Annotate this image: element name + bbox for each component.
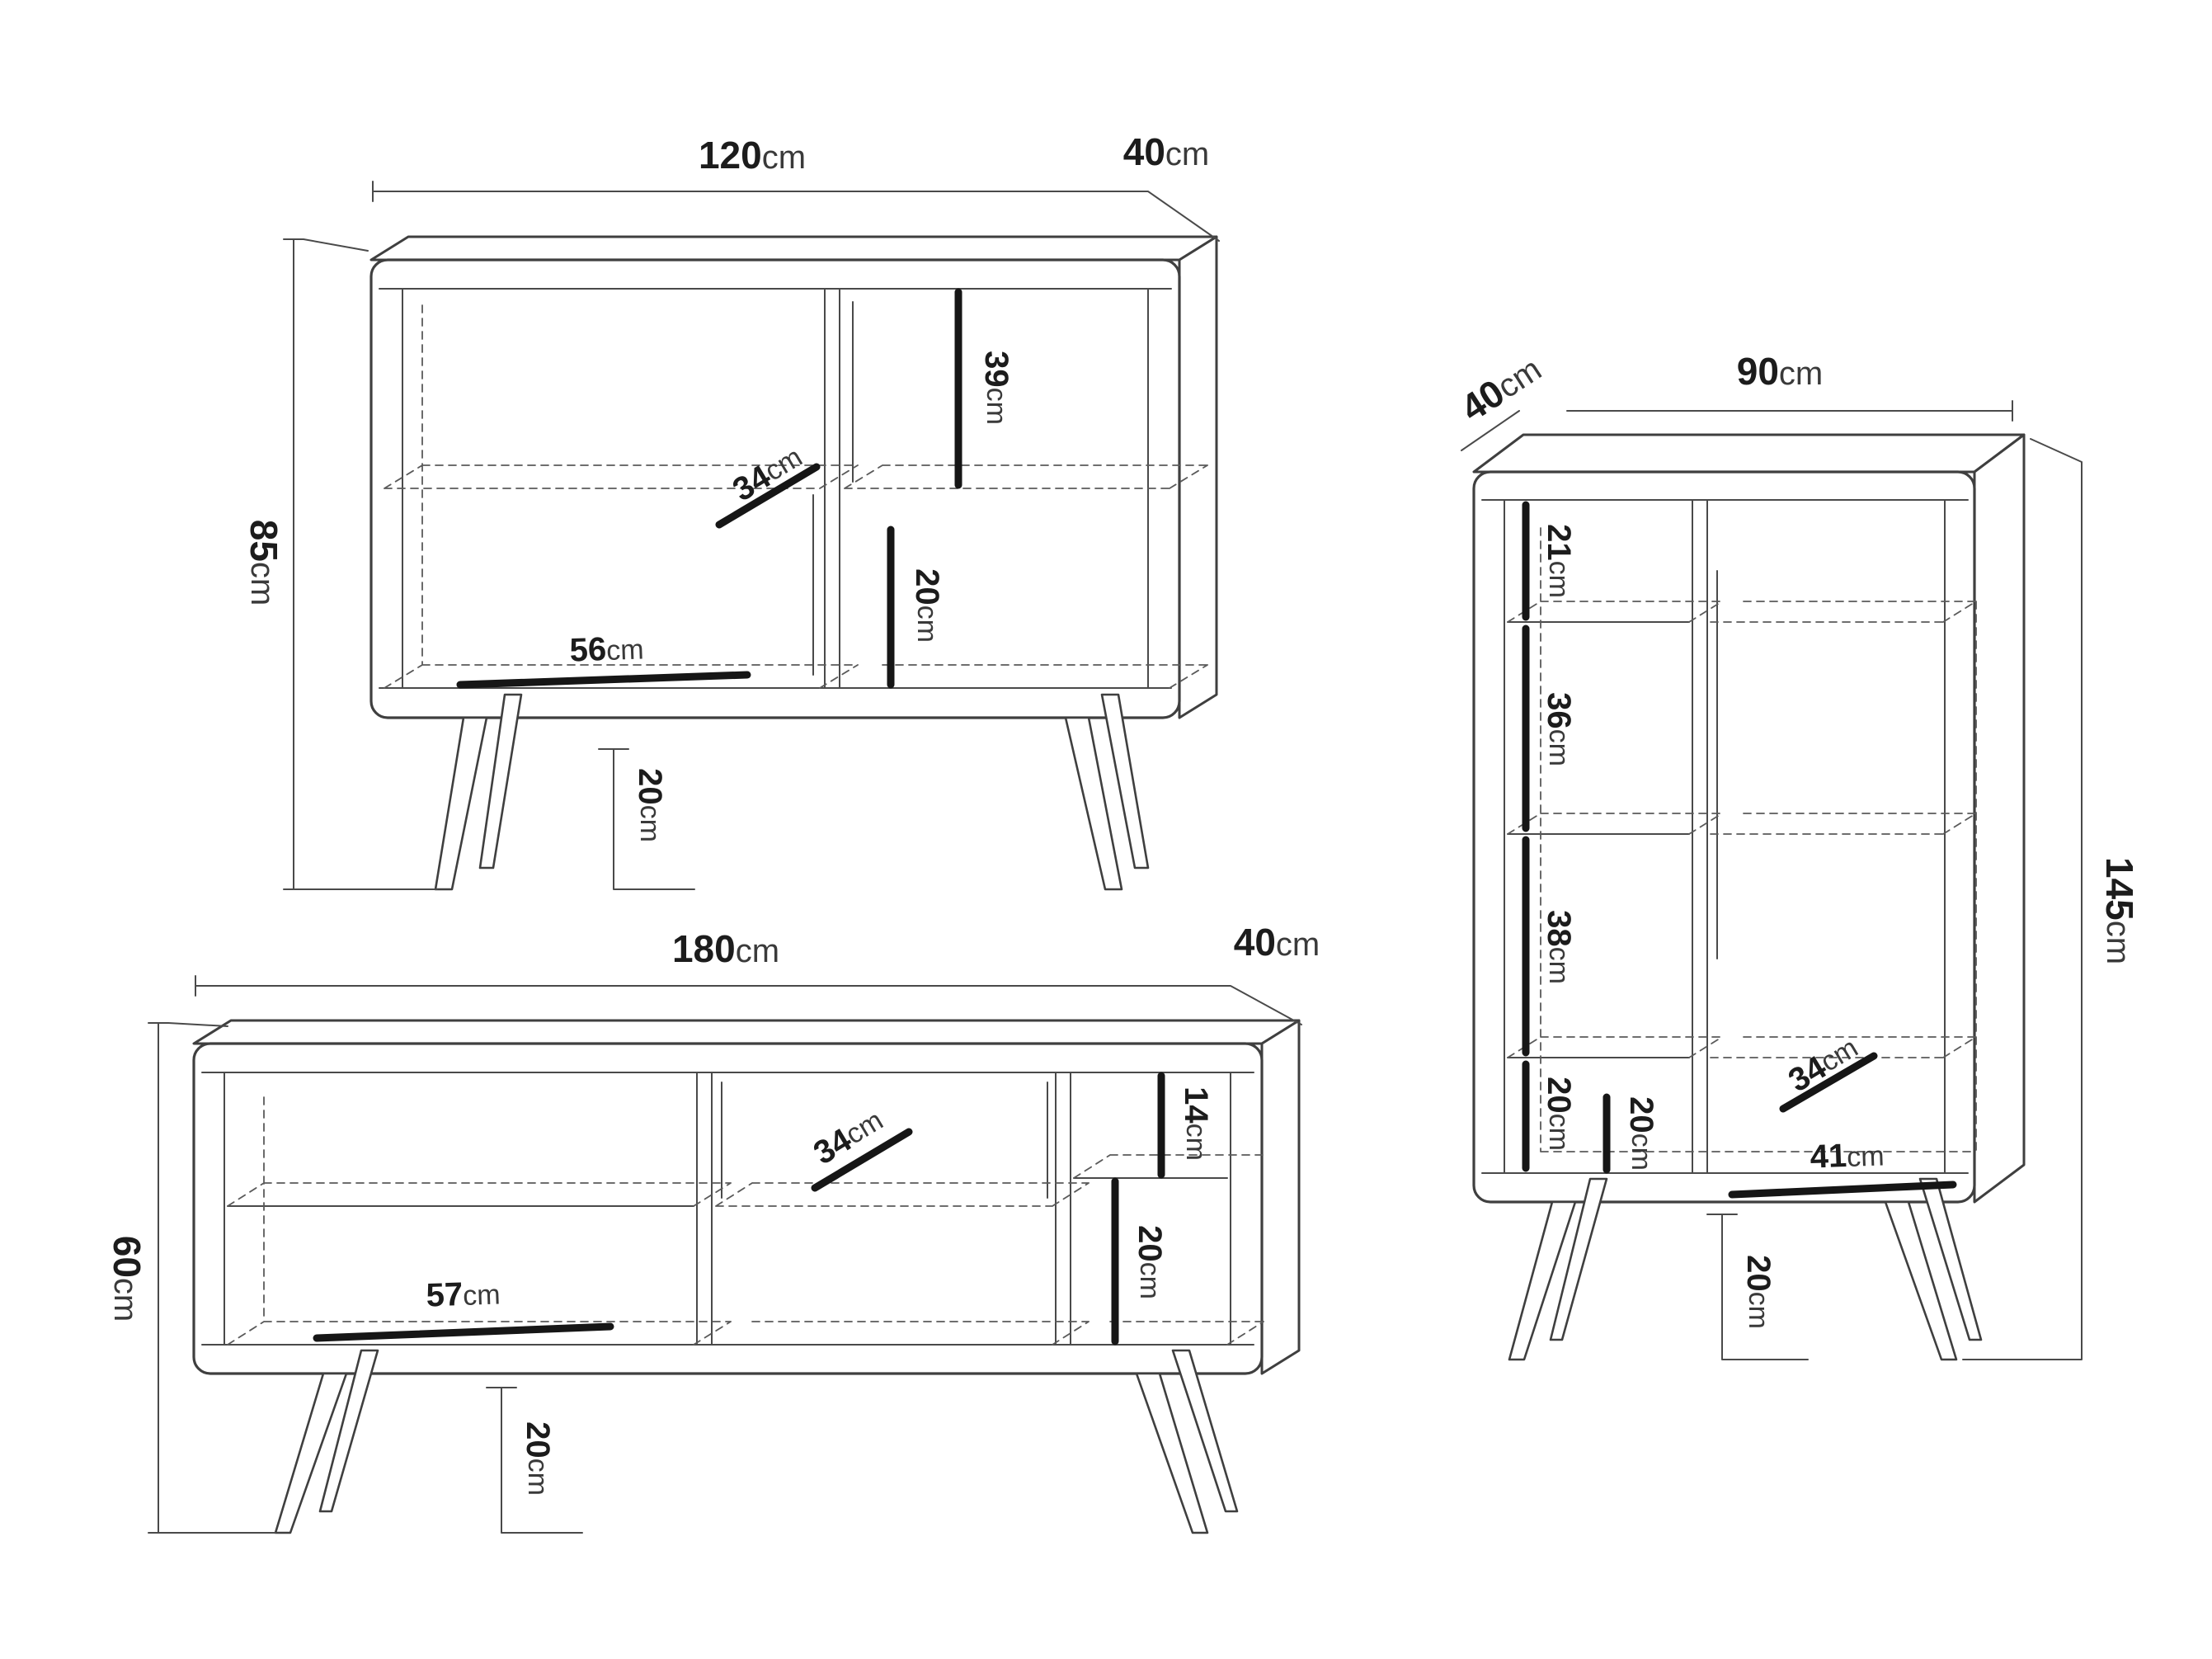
sideboard-top-face (369, 235, 1218, 262)
sideboard-hidden-edges (384, 304, 1208, 689)
tall-cabinet-compartment-5-label: 20cm (1623, 1096, 1659, 1171)
tv-stand-dimension-lines (148, 975, 1302, 1534)
sideboard-dimension-lines (283, 181, 1220, 890)
tv-stand-leg-height-label: 20cm (520, 1421, 556, 1496)
tv-stand-legs (274, 1349, 1239, 1534)
sideboard-lower-compartment-label: 20cm (909, 568, 945, 643)
sideboard-side-face (1178, 235, 1218, 719)
tall-cabinet-leg-height-label: 20cm (1740, 1255, 1777, 1329)
tv-stand-width-label: 180cm (672, 927, 779, 970)
tall-cabinet-compartment-2-label: 36cm (1541, 692, 1577, 766)
tall-cabinet-compartment-1-label: 21cm (1541, 524, 1577, 598)
tv-stand-compartment-height-label: 14cm (1178, 1086, 1214, 1161)
tall-cabinet-top-face (1472, 433, 2026, 474)
sideboard-dimension-pointer-lines (456, 288, 962, 689)
tall-cabinet-compartment-4-label: 20cm (1541, 1077, 1577, 1151)
tall-cabinet-width-label: 90cm (1737, 350, 1824, 393)
tv-stand-height-label: 60cm (106, 1236, 148, 1322)
tv-stand-lower-compartment-label: 20cm (1132, 1225, 1168, 1299)
sideboard-width-label: 120cm (699, 134, 806, 177)
tall-cabinet-depth-label: 40cm (1453, 347, 1549, 431)
tall-cabinet-front-face (1472, 470, 1976, 1204)
tall-cabinet-shelf-width-label: 41cm (1810, 1136, 1885, 1175)
tv-stand-dimension-pointer-lines (313, 1072, 1165, 1346)
tv-stand-drawing: 180cm 40cm 60cm 14cm 34cm 20cm 57cm 20cm (106, 921, 1320, 1534)
tv-stand-top-face (192, 1019, 1301, 1045)
sideboard-height-label: 85cm (242, 520, 285, 606)
tv-stand-side-face (1260, 1019, 1301, 1375)
tv-stand-front-face (192, 1042, 1264, 1375)
tall-cabinet-height-label: 145cm (2098, 857, 2141, 964)
sideboard-shelf-width-label: 56cm (569, 629, 644, 668)
sideboard-leg-height-label: 20cm (632, 768, 668, 842)
tv-stand-depth-label: 40cm (1234, 921, 1320, 964)
tall-cabinet-structure-lines (1481, 499, 1969, 1174)
tall-cabinet-legs (1508, 1177, 1983, 1361)
tall-cabinet-drawing: 40cm 90cm 145cm 21cm 36cm 38cm 20cm 20cm… (1453, 347, 2141, 1361)
sideboard-drawing: 120cm 40cm 85cm 39cm 34cm 20cm 56cm 20cm (242, 130, 1220, 891)
tv-stand-shelf-width-label: 57cm (426, 1275, 501, 1313)
sideboard-depth-label: 40cm (1123, 130, 1210, 173)
tall-cabinet-side-face (1973, 433, 2026, 1204)
sideboard-compartment-height-label: 39cm (978, 351, 1014, 425)
sideboard-legs (434, 693, 1150, 891)
tv-stand-structure-lines (201, 1072, 1254, 1346)
tall-cabinet-compartment-3-label: 38cm (1541, 910, 1577, 984)
tall-cabinet-dimension-lines (1461, 400, 2083, 1360)
tall-cabinet-dimension-pointer-lines (1522, 501, 1957, 1199)
